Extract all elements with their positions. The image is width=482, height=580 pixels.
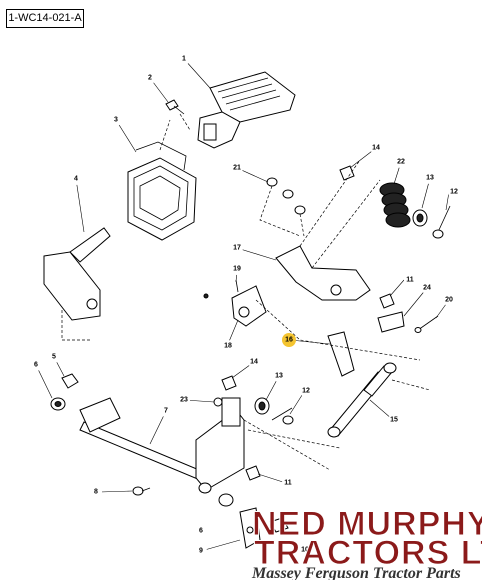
part-9-lever[interactable] <box>239 507 261 549</box>
callout-12-lower[interactable]: 12 <box>300 385 312 397</box>
callout-17[interactable]: 17 <box>231 242 243 254</box>
part-24-clip[interactable] <box>377 311 405 333</box>
watermark-line-1: NED MURPHY <box>252 505 482 543</box>
part-21-screws[interactable] <box>259 177 306 237</box>
callouts: 1 2 3 4 5 6 6 7 8 9 10 11 11 12 12 13 13… <box>30 53 460 557</box>
callout-21[interactable]: 21 <box>231 162 243 174</box>
svg-text:15: 15 <box>390 417 398 424</box>
part-13-bush-lower[interactable] <box>254 397 270 415</box>
svg-text:8: 8 <box>94 489 98 496</box>
svg-text:17: 17 <box>233 245 241 252</box>
watermark: NED MURPHY TRACTORS LTD. Massey Ferguson… <box>251 505 482 580</box>
svg-text:5: 5 <box>52 354 56 361</box>
part-19-screw[interactable] <box>203 279 239 299</box>
svg-text:20: 20 <box>445 297 453 304</box>
svg-text:13: 13 <box>426 175 434 182</box>
callout-13-lower[interactable]: 13 <box>273 370 285 382</box>
callout-9[interactable]: 9 <box>195 545 207 557</box>
callout-4[interactable]: 4 <box>70 173 82 185</box>
callout-12-upper[interactable]: 12 <box>448 186 460 198</box>
callout-11-upper[interactable]: 11 <box>404 274 416 286</box>
svg-text:10: 10 <box>301 547 309 554</box>
part-8-bolt[interactable] <box>132 486 151 496</box>
svg-text:19: 19 <box>233 266 241 273</box>
part-14-nut-lower[interactable] <box>221 375 237 391</box>
part-10-pin[interactable] <box>269 517 289 533</box>
svg-text:1: 1 <box>182 56 186 63</box>
part-1-pedal-pad[interactable] <box>197 71 296 149</box>
svg-text:11: 11 <box>284 480 292 487</box>
part-2-bolt[interactable] <box>165 99 185 115</box>
svg-text:16: 16 <box>285 337 293 344</box>
part-4-bracket[interactable] <box>43 227 111 341</box>
svg-text:4: 4 <box>74 176 78 183</box>
part-17-pedal-arm[interactable] <box>275 159 381 301</box>
callout-6-bottom[interactable]: 6 <box>195 525 207 537</box>
part-5-nut[interactable] <box>61 373 79 389</box>
watermark-tagline: Massey Ferguson Tractor Parts <box>251 565 461 580</box>
part-11-nut-lower[interactable] <box>245 465 261 481</box>
callout-19[interactable]: 19 <box>231 263 243 275</box>
assembly-lines <box>159 113 431 471</box>
callout-11-lower[interactable]: 11 <box>282 477 294 489</box>
svg-text:6: 6 <box>34 362 38 369</box>
part-13-bush-upper[interactable] <box>412 209 428 227</box>
svg-text:18: 18 <box>224 343 232 350</box>
part-12-bolt-lower[interactable] <box>271 407 294 425</box>
callout-13-upper[interactable]: 13 <box>424 172 436 184</box>
callout-22[interactable]: 22 <box>395 156 407 168</box>
part-12-bolt-upper[interactable] <box>432 205 451 239</box>
part-11-nut-upper[interactable] <box>379 293 395 309</box>
part-6-washer-left[interactable] <box>50 397 66 411</box>
callout-1[interactable]: 1 <box>178 53 190 65</box>
part-23-nut[interactable] <box>213 397 223 407</box>
svg-text:24: 24 <box>423 285 431 292</box>
svg-text:21: 21 <box>233 165 241 172</box>
callout-15[interactable]: 15 <box>388 414 400 426</box>
svg-text:13: 13 <box>275 373 283 380</box>
part-6-washer-bottom[interactable] <box>218 493 234 507</box>
callout-14-lower[interactable]: 14 <box>248 356 260 368</box>
callout-5[interactable]: 5 <box>48 351 60 363</box>
part-20-bolt[interactable] <box>414 315 439 333</box>
callout-3[interactable]: 3 <box>110 114 122 126</box>
part-16-link[interactable] <box>327 331 355 377</box>
callout-18[interactable]: 18 <box>222 340 234 352</box>
svg-text:12: 12 <box>450 189 458 196</box>
callout-6-left[interactable]: 6 <box>30 359 42 371</box>
svg-text:14: 14 <box>250 359 258 366</box>
reference-code: 1-WC14-021-A <box>6 9 84 28</box>
callout-24[interactable]: 24 <box>421 282 433 294</box>
svg-text:9: 9 <box>199 548 203 555</box>
watermark-line-2: TRACTORS LTD. <box>254 534 482 572</box>
callout-23[interactable]: 23 <box>178 394 190 406</box>
svg-text:11: 11 <box>406 277 414 284</box>
part-22-spring[interactable] <box>379 182 411 228</box>
svg-text:14: 14 <box>372 145 380 152</box>
svg-text:3: 3 <box>114 117 118 124</box>
svg-text:22: 22 <box>397 159 405 166</box>
part-7-cross-shaft[interactable] <box>79 397 245 494</box>
callout-14-upper[interactable]: 14 <box>370 142 382 154</box>
svg-text:23: 23 <box>180 397 188 404</box>
callout-2[interactable]: 2 <box>144 72 156 84</box>
part-18-switch[interactable] <box>231 285 267 327</box>
callout-7[interactable]: 7 <box>160 405 172 417</box>
callout-10[interactable]: 10 <box>299 544 311 556</box>
part-15-gas-strut[interactable] <box>327 362 397 438</box>
callout-20[interactable]: 20 <box>443 294 455 306</box>
callout-8[interactable]: 8 <box>90 486 102 498</box>
callout-16-highlighted[interactable]: 16 <box>282 333 296 347</box>
svg-text:6: 6 <box>199 528 203 535</box>
part-14-nut-upper[interactable] <box>339 165 355 181</box>
svg-text:12: 12 <box>302 388 310 395</box>
svg-text:7: 7 <box>164 408 168 415</box>
part-3-rubber-boot[interactable] <box>127 141 197 241</box>
svg-text:2: 2 <box>148 75 152 82</box>
